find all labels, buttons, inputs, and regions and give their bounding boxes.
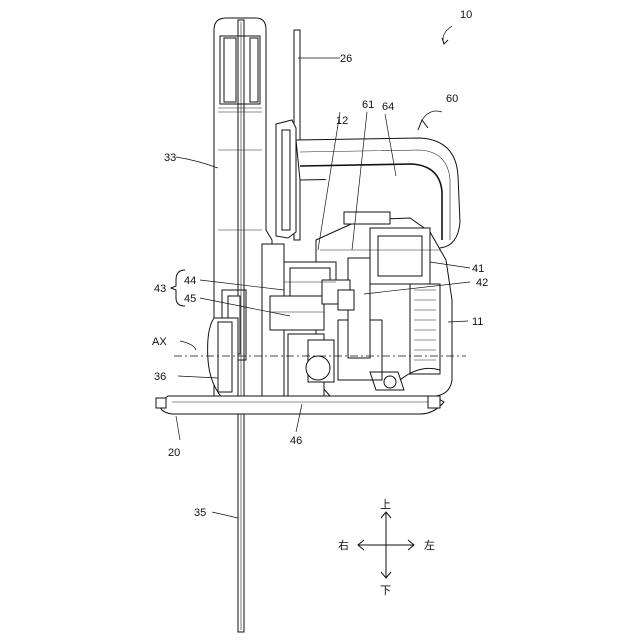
- label-43: 43: [154, 283, 166, 295]
- direction-up-label: 上: [380, 498, 391, 511]
- label-11: 11: [472, 316, 483, 328]
- label-60: 60: [446, 93, 458, 105]
- label-41: 41: [472, 263, 484, 275]
- label-61: 61: [362, 99, 374, 111]
- label-64: 64: [382, 101, 394, 113]
- label-36: 36: [154, 371, 166, 383]
- label-35: 35: [194, 507, 206, 519]
- direction-down-label: 下: [380, 584, 391, 597]
- front-guard-36: [208, 318, 238, 404]
- label-ax: AX: [152, 336, 167, 348]
- label-45: 45: [184, 293, 196, 305]
- label-20: 20: [168, 447, 180, 459]
- base-plate-20: [156, 396, 444, 414]
- label-12: 12: [336, 115, 348, 127]
- direction-compass: 上 下 右 左: [338, 498, 435, 597]
- label-46: 46: [290, 435, 302, 447]
- label-33: 33: [164, 152, 176, 164]
- label-42: 42: [476, 277, 488, 289]
- label-44: 44: [184, 275, 196, 287]
- label-10: 10: [460, 9, 472, 21]
- direction-right-label: 右: [338, 538, 349, 552]
- label-26: 26: [340, 53, 352, 65]
- direction-left-label: 左: [424, 539, 435, 552]
